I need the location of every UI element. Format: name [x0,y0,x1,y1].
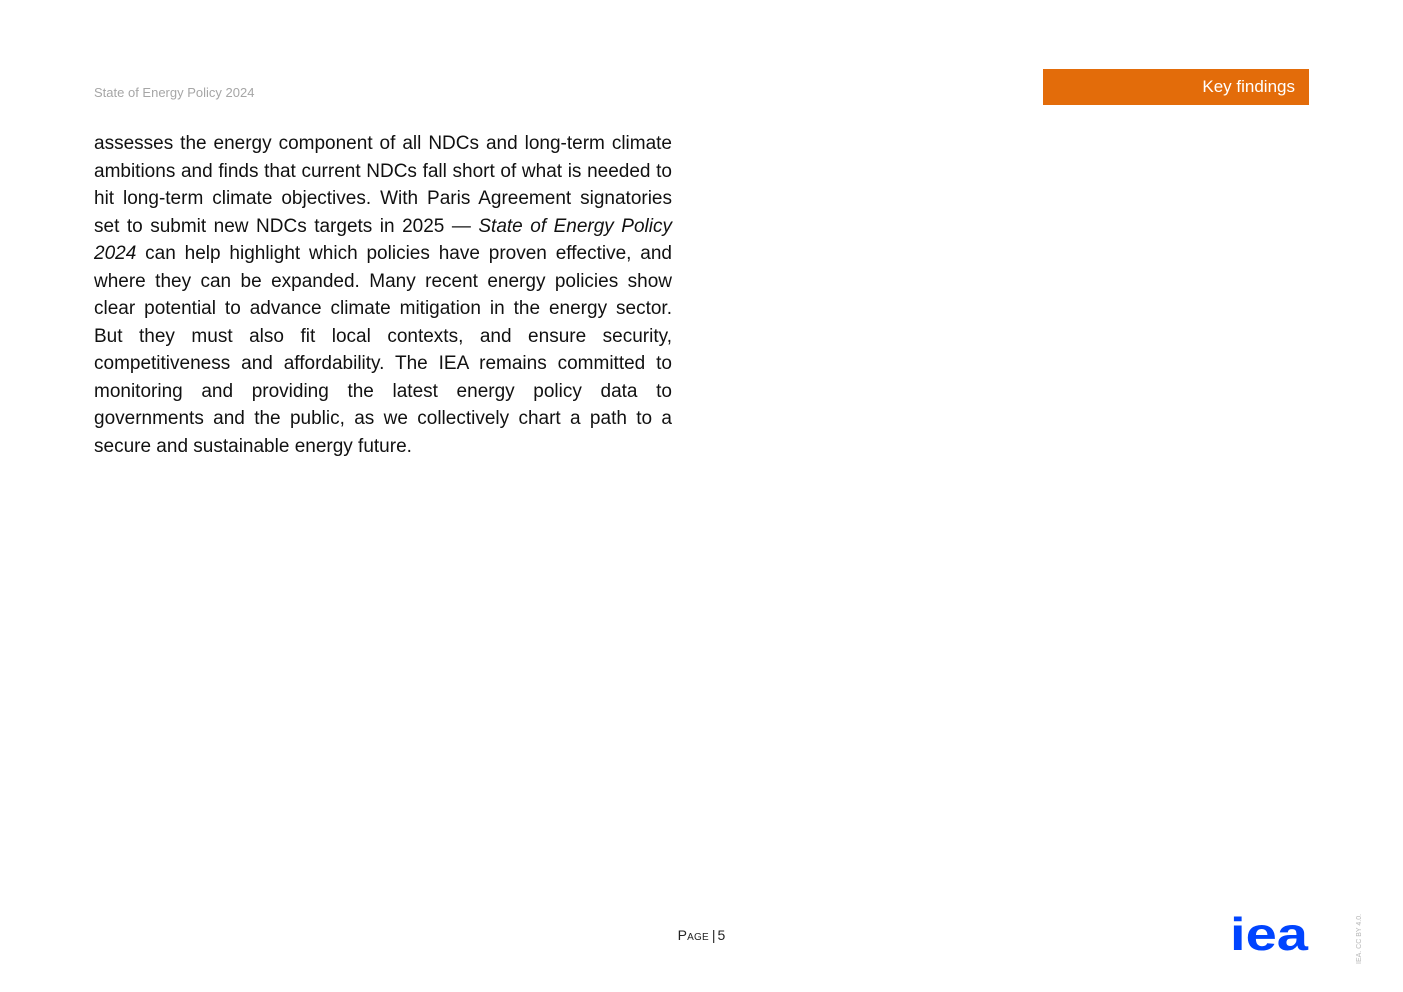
section-tab-key-findings: Key findings [1043,69,1309,105]
page-number: Page|5 [0,927,1403,943]
iea-logo-text: iea [1230,916,1309,952]
running-header-title: State of Energy Policy 2024 [94,85,255,100]
license-notice: IEA. CC BY 4.0. [1356,913,1363,964]
page-label: Page [677,927,709,943]
body-paragraph: assesses the energy component of all NDC… [94,130,672,460]
iea-logo-icon: iea [1230,916,1309,952]
body-text-part-1: assesses the energy component of all NDC… [94,133,672,237]
report-title-italic: State of Energy Policy 2024 [94,215,672,265]
page-number-value: 5 [717,927,726,943]
body-text-part-2: can help highlight which policies have p… [94,243,672,457]
page-separator: | [711,927,716,943]
